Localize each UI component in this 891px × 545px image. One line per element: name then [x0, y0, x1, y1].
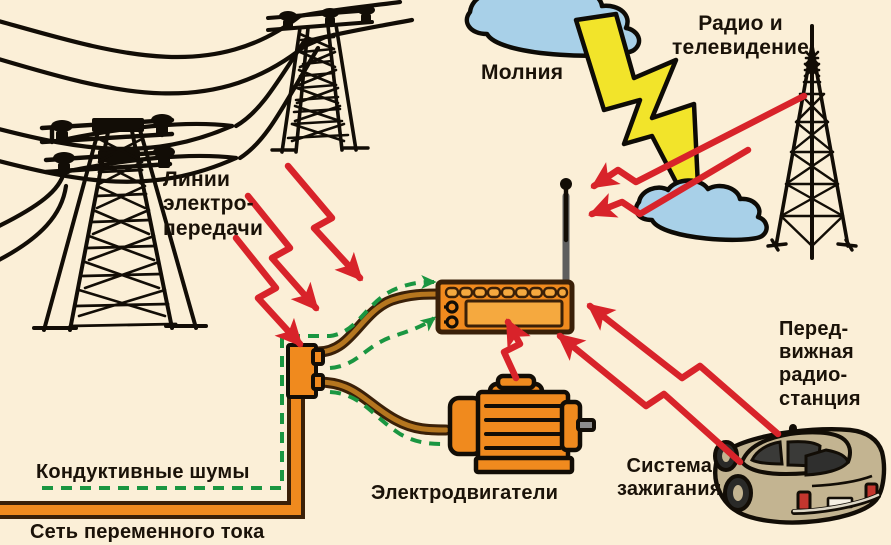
radiated-interference-arrows [232, 92, 808, 466]
mobile-radio-car [713, 424, 887, 525]
storm-cloud-lower [633, 178, 769, 243]
arrow-powerline-1 [284, 162, 364, 282]
transmission-tower-near [32, 114, 208, 332]
arrow-ignition [556, 332, 744, 466]
ac-mains-busbar [0, 352, 305, 519]
arrow-motor-receiver [500, 318, 531, 382]
arrow-powerline-2 [244, 192, 320, 312]
label-ignition-system: Система зажигания [617, 455, 722, 501]
arrow-lightning [588, 146, 752, 218]
label-mobile-radio-station: Перед- вижная радио- станция [779, 318, 861, 410]
broadcast-mast [766, 24, 858, 260]
transmission-tower-far [266, 5, 375, 154]
label-power-lines: Линии электро- передачи [163, 168, 264, 240]
label-ac-mains: Сеть переменного тока [30, 521, 265, 543]
electric-motor [447, 373, 596, 475]
cable-junction-box [286, 343, 325, 399]
label-lightning: Молния [481, 61, 564, 84]
label-radio-television: Радио и телевидение [672, 12, 810, 60]
signal-cables [312, 288, 452, 436]
label-electric-motors: Электродвигатели [371, 482, 559, 504]
arrow-radio-tv [590, 92, 808, 190]
emi-receiver-unit [435, 279, 575, 335]
conducted-noise-paths [42, 274, 449, 490]
arrow-powerline-3 [232, 234, 304, 348]
lightning-bolt [573, 11, 703, 231]
label-conducted-noise: Кондуктивные шумы [36, 461, 250, 483]
arrow-car-antenna [586, 302, 782, 438]
